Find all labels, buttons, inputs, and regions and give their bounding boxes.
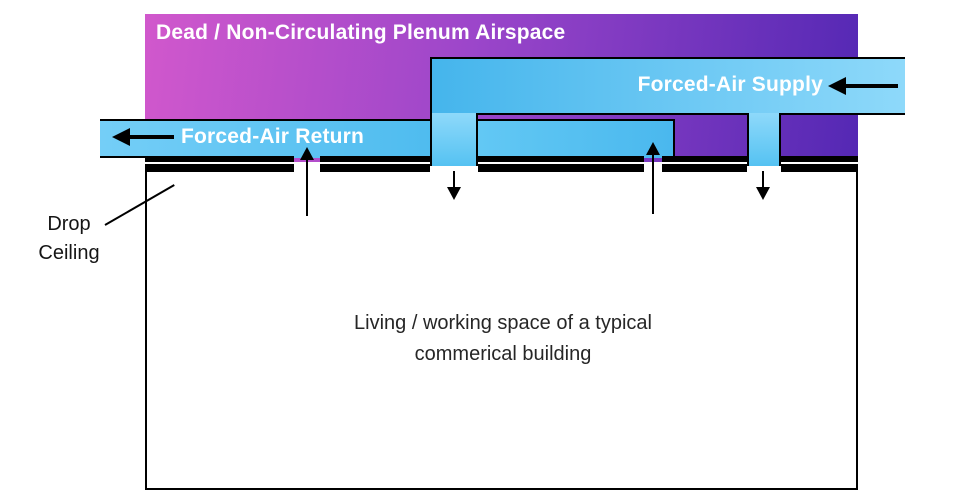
drop-ceiling-label: Drop Ceiling: [38, 213, 100, 264]
drop-ceiling-tile: [662, 164, 747, 172]
arrow-head: [112, 128, 130, 146]
plenum-title: Dead / Non-Circulating Plenum Airspace: [156, 21, 566, 44]
arrow-shaft: [453, 171, 455, 188]
return-flow-left-arrow-icon: [112, 128, 174, 146]
supply-duct-bottom-edge: [781, 113, 905, 115]
drop-ceiling-tile: [478, 164, 644, 172]
return-duct-extension: [478, 119, 675, 158]
ceiling-vent-up-arrow-icon: [300, 147, 314, 217]
arrow-head: [646, 142, 660, 155]
supply-vent-down-arrow-icon: [447, 171, 461, 201]
supply-drop-duct-1: [430, 113, 478, 166]
duct-bottom-wall: [662, 156, 747, 162]
arrow-head: [447, 187, 461, 200]
drop-ceiling-tile: [145, 164, 294, 172]
ceiling-vent-up-arrow-icon: [646, 142, 660, 215]
duct-bottom-wall: [100, 156, 145, 158]
duct-bottom-wall: [145, 156, 294, 162]
supply-flow-left-arrow-icon: [828, 77, 900, 95]
drop-ceiling-tile: [320, 164, 430, 172]
arrow-head: [756, 187, 770, 200]
supply-vent-down-arrow-icon: [756, 171, 770, 201]
arrow-shaft: [844, 84, 898, 88]
living-space-box: [145, 170, 858, 490]
return-duct-label: Forced-Air Return: [181, 125, 365, 148]
duct-bottom-wall: [781, 156, 858, 162]
arrow-shaft: [306, 158, 308, 216]
arrow-shaft: [652, 153, 654, 214]
drop-ceiling-tile: [781, 164, 858, 172]
supply-duct-label: Forced-Air Supply: [637, 73, 823, 96]
duct-bottom-wall: [320, 156, 430, 162]
arrow-head: [300, 147, 314, 160]
supply-duct: [430, 57, 905, 113]
arrow-shaft: [128, 135, 174, 139]
supply-drop-duct-2: [747, 113, 781, 166]
living-space-label: Living / working space of a typical comm…: [354, 312, 652, 365]
arrow-shaft: [762, 171, 764, 188]
duct-bottom-wall: [478, 156, 644, 162]
arrow-head: [828, 77, 846, 95]
supply-duct-bottom-edge: [478, 113, 747, 115]
